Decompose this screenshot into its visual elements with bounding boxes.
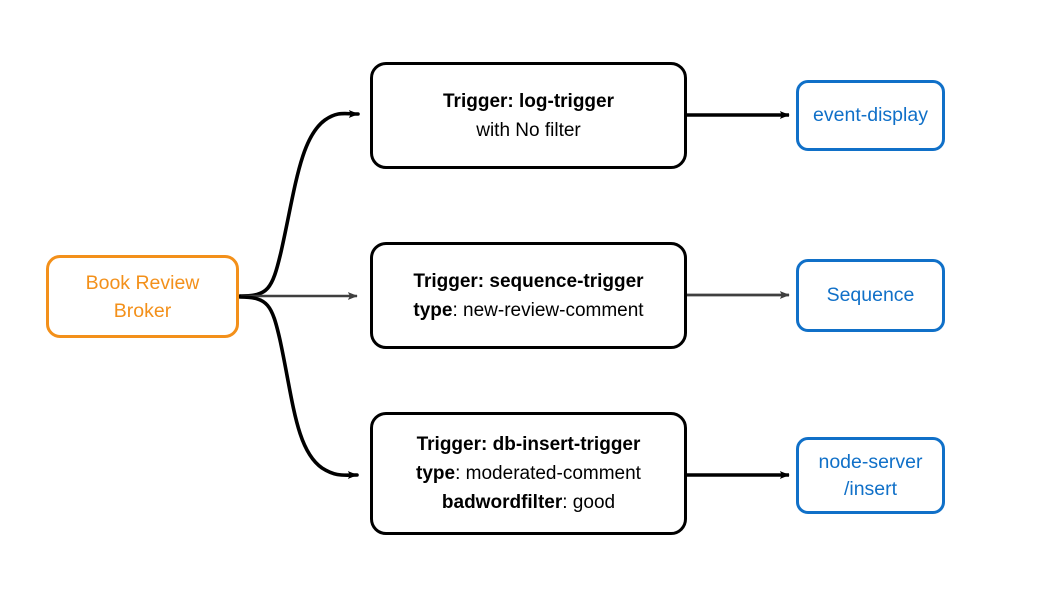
node-trigger-sequence-trigger[interactable]: Trigger: sequence-trigger type: new-revi…: [370, 242, 687, 349]
node-sink-sequence[interactable]: Sequence: [796, 259, 945, 332]
edge-broker-to-log-trigger: [238, 109, 360, 298]
trigger-sequence-type-value: : new-review-comment: [452, 299, 644, 321]
trigger-db-type-key: type: [416, 463, 456, 484]
trigger-db-badwordfilter-key: badwordfilter: [441, 492, 563, 513]
trigger-sequence-title: Trigger: sequence-trigger: [413, 270, 644, 292]
trigger-sequence-type-key: type: [413, 299, 453, 321]
node-book-review-broker[interactable]: Book Review Broker: [46, 255, 239, 338]
trigger-log-filter-value: with No filter: [476, 119, 581, 141]
node-trigger-db-insert-trigger[interactable]: Trigger: db-insert-trigger type: moderat…: [370, 412, 687, 535]
sink-sequence-label: Sequence: [826, 284, 915, 306]
trigger-sequence-type: type: new-review-comment: [413, 296, 643, 325]
sink-node-server-label-line2: /insert: [843, 477, 898, 500]
node-sink-node-server-insert[interactable]: node-server /insert: [796, 437, 945, 514]
node-sink-event-display[interactable]: event-display: [796, 80, 945, 151]
broker-label-line1: Book Review: [85, 271, 200, 294]
trigger-db-badwordfilter: badwordfilter: good: [442, 488, 615, 517]
trigger-log-title: Trigger: log-trigger: [443, 90, 614, 112]
trigger-db-type-value: : moderated-comment: [455, 463, 641, 484]
broker-label-line2: Broker: [113, 299, 172, 322]
sink-event-display-label: event-display: [813, 104, 928, 126]
edge-broker-to-db-insert-trigger: [238, 295, 359, 480]
trigger-db-title: Trigger: db-insert-trigger: [416, 434, 641, 455]
node-trigger-log-trigger[interactable]: Trigger: log-trigger with No filter: [370, 62, 687, 169]
sink-node-server-label-line1: node-server: [818, 450, 923, 473]
trigger-db-type: type: moderated-comment: [416, 459, 641, 488]
trigger-log-filter: with No filter: [476, 116, 581, 145]
trigger-db-badwordfilter-value: : good: [562, 492, 616, 513]
